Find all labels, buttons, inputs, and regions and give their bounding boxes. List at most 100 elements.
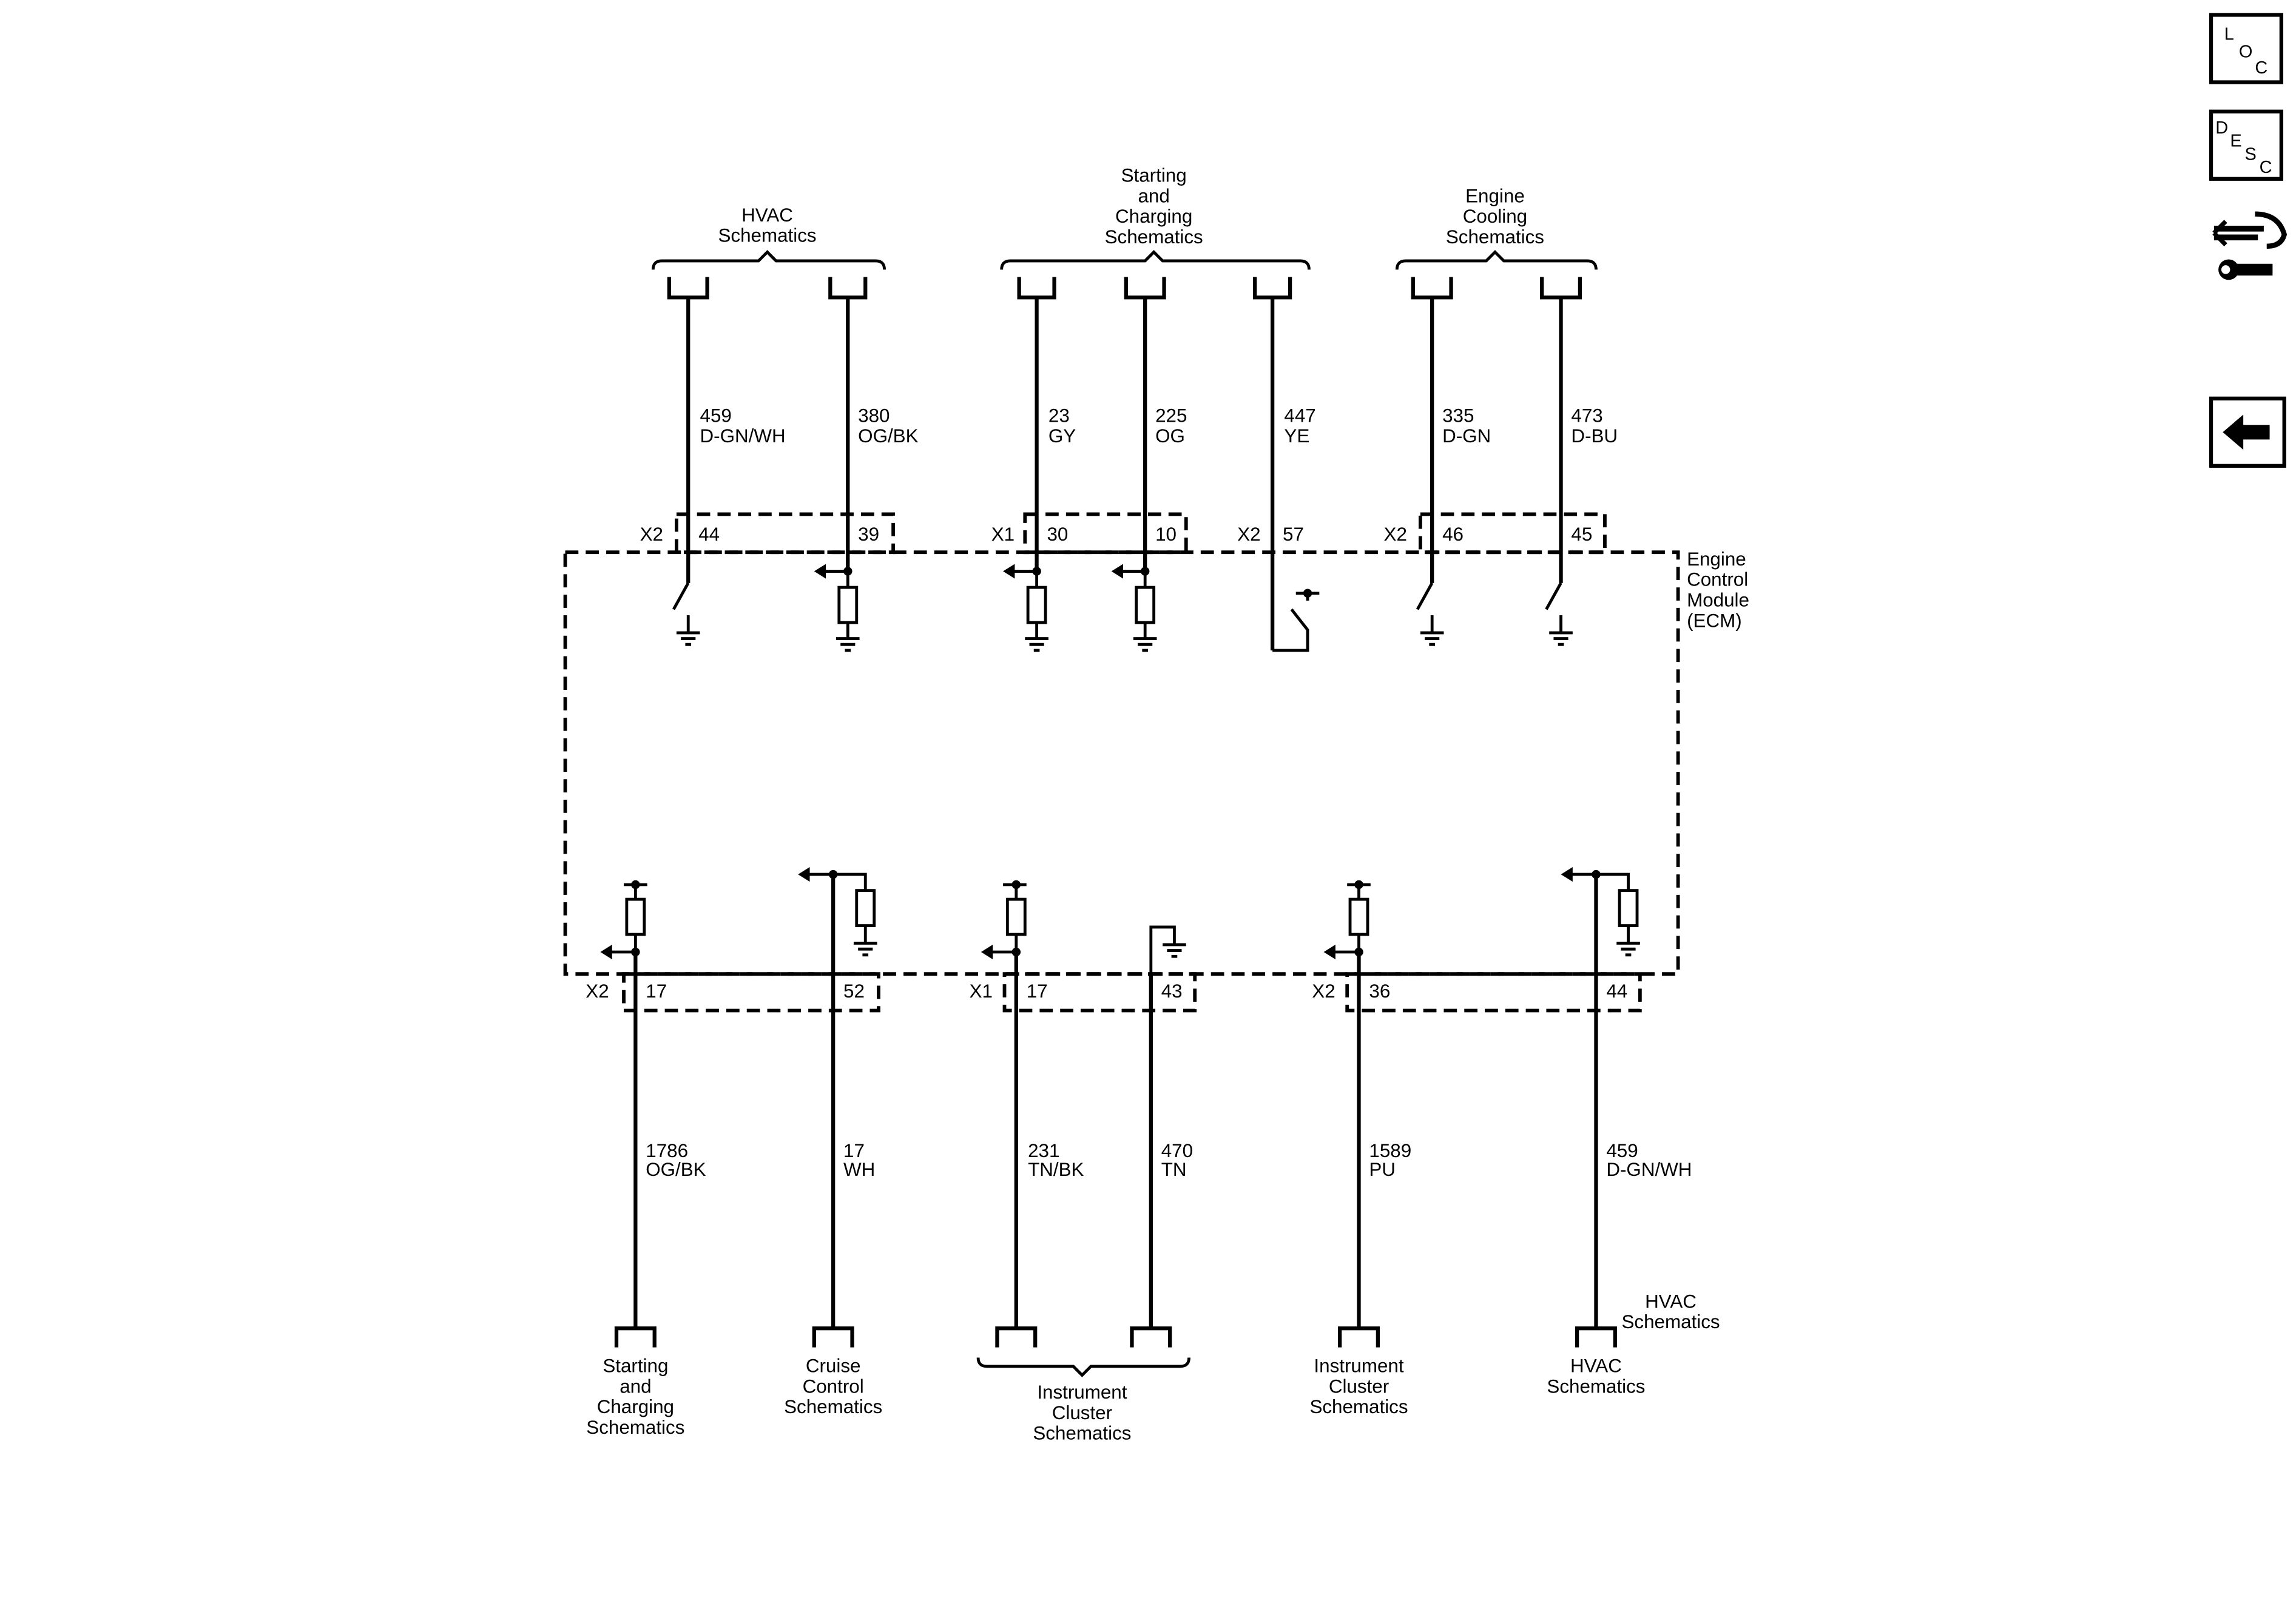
terminal-top-2: [828, 277, 868, 300]
connector-label: X2: [640, 524, 663, 545]
bottom-dest-cluster-single[interactable]: Instrument Cluster Schematics: [1309, 1355, 1408, 1418]
connector-x1-b: [1002, 972, 1197, 1013]
terminal-bottom-4: [1130, 1326, 1172, 1348]
connector-label: X2: [1237, 524, 1260, 545]
resistor-icon: [1005, 897, 1027, 936]
ecm-module-label: Engine Control Module (ECM): [1687, 549, 1749, 631]
loc-letter-l: L: [2224, 25, 2234, 44]
wire-color-label: D-GN/WH: [1606, 1159, 1692, 1180]
wire-circuit-label: 1589: [1369, 1140, 1411, 1161]
bottom-connectors: X2 17 52 X1 17 43 X2 36 44: [586, 972, 1642, 1013]
dest-cluster-line2: Cluster: [1052, 1402, 1112, 1423]
connector-x2-a: [675, 512, 895, 555]
ground-icon: [1133, 623, 1157, 652]
pin-label: 17: [1027, 981, 1048, 1002]
terminal-top-6: [1411, 277, 1453, 300]
resistor-icon: [1348, 897, 1369, 936]
pin-label: 44: [698, 524, 720, 545]
ground-icon: [1549, 615, 1573, 646]
connector-label: X2: [586, 981, 609, 1002]
arrow-icon: [981, 944, 993, 960]
top-group-hvac[interactable]: HVAC Schematics: [651, 204, 886, 270]
ecm-label-line4: (ECM): [1687, 610, 1742, 631]
dest-cruise-line3: Schematics: [784, 1396, 882, 1417]
wire-circuit-label: 1786: [646, 1140, 688, 1161]
connector-label: X2: [1312, 981, 1335, 1002]
loc-letter-o: O: [2239, 42, 2253, 61]
wire-circuit-label: 225: [1155, 405, 1187, 426]
ecm-internal-bottom: [600, 867, 1640, 974]
connector-end-view-icon[interactable]: [2208, 205, 2288, 288]
bottom-dest-starting[interactable]: Starting and Charging Schematics: [586, 1355, 684, 1438]
wire-color-label: PU: [1369, 1159, 1396, 1180]
arrow-icon: [1003, 564, 1015, 579]
wire-color-label: OG/BK: [646, 1159, 706, 1180]
dest-hvac-line2: Schematics: [1547, 1376, 1645, 1397]
dest-cruise-line1: Cruise: [806, 1355, 861, 1377]
dest-starting-line2: and: [620, 1376, 651, 1397]
bracket-icon: [976, 1357, 1190, 1377]
top-starting-line2: and: [1138, 185, 1169, 206]
side-dest-hvac[interactable]: HVAC Schematics: [1621, 1291, 1720, 1332]
connector-x2-b: [622, 972, 880, 1013]
wire-color-label: D-GN/WH: [700, 425, 786, 447]
wire-circuit-label: 459: [700, 405, 732, 426]
bottom-dest-cruise[interactable]: Cruise Control Schematics: [784, 1355, 882, 1418]
dest-cruise-line2: Control: [803, 1376, 864, 1397]
dest-cluster-single-line2: Cluster: [1329, 1376, 1389, 1397]
bottom-dest-cluster-group[interactable]: Instrument Cluster Schematics: [976, 1357, 1190, 1444]
desc-letter-d: D: [2215, 118, 2228, 138]
switch-icon: [1272, 608, 1309, 652]
terminal-bottom-5: [1338, 1326, 1380, 1348]
dest-cluster-line1: Instrument: [1037, 1382, 1127, 1403]
terminal-top-3: [1017, 277, 1056, 300]
top-group-cooling[interactable]: Engine Cooling Schematics: [1395, 185, 1598, 270]
ground-icon: [676, 615, 700, 646]
terminal-top-7: [1540, 277, 1582, 300]
ecm-label-line1: Engine: [1687, 549, 1746, 570]
top-wire-labels: 459 D-GN/WH 380 OG/BK 23 GY 225 OG 447 Y…: [700, 405, 1618, 447]
wire-circuit-label: 470: [1161, 1140, 1193, 1161]
ecm-label-line2: Control: [1687, 569, 1748, 590]
switch-icon: [1545, 582, 1562, 610]
wire-circuit-label: 335: [1442, 405, 1474, 426]
terminal-top-1: [667, 277, 709, 300]
ecm-module-boundary: [563, 550, 1680, 976]
arrow-icon: [1323, 944, 1335, 960]
pin-label: 44: [1606, 981, 1627, 1002]
dest-starting-line3: Charging: [597, 1396, 674, 1417]
loc-button[interactable]: L O C: [2209, 13, 2284, 84]
back-arrow-icon: [2223, 414, 2270, 450]
connector-x2-d: [1345, 972, 1642, 1013]
bottom-terminals: [614, 1326, 1617, 1348]
loc-letter-c: C: [2255, 58, 2267, 78]
ground-icon: [836, 623, 860, 652]
top-terminals: [667, 277, 1582, 300]
terminal-bottom-3: [995, 1326, 1038, 1348]
connector-label: X2: [1384, 524, 1407, 545]
arrow-icon: [600, 944, 612, 960]
connector-label: X1: [991, 524, 1015, 545]
pin-label: 45: [1571, 524, 1592, 545]
ground-icon: [1616, 925, 1640, 957]
pin-label: 30: [1047, 524, 1068, 545]
dest-starting-line4: Schematics: [586, 1417, 684, 1438]
ground-icon: [1420, 615, 1444, 646]
terminal-top-5: [1253, 277, 1292, 300]
top-hvac-line1: HVAC: [741, 204, 793, 226]
top-cooling-line1: Engine: [1465, 185, 1525, 206]
bottom-dest-hvac[interactable]: HVAC Schematics: [1547, 1355, 1645, 1397]
side-hvac-line2: Schematics: [1621, 1311, 1720, 1332]
arrow-icon: [798, 867, 810, 882]
wire-color-label: OG: [1155, 425, 1185, 447]
terminal-bottom-2: [812, 1326, 854, 1348]
top-group-starting[interactable]: Starting and Charging Schematics: [1000, 165, 1311, 270]
back-button[interactable]: [2209, 396, 2286, 468]
desc-button[interactable]: D E S C: [2209, 109, 2284, 181]
top-connectors: X2 44 39 X1 30 10 X2 57 X2 46 45: [640, 512, 1607, 555]
resistor-icon: [837, 586, 859, 624]
pin-label: 17: [646, 981, 667, 1002]
wire-circuit-label: 23: [1048, 405, 1070, 426]
bottom-wires: [633, 874, 1598, 1329]
top-hvac-line2: Schematics: [718, 225, 817, 246]
